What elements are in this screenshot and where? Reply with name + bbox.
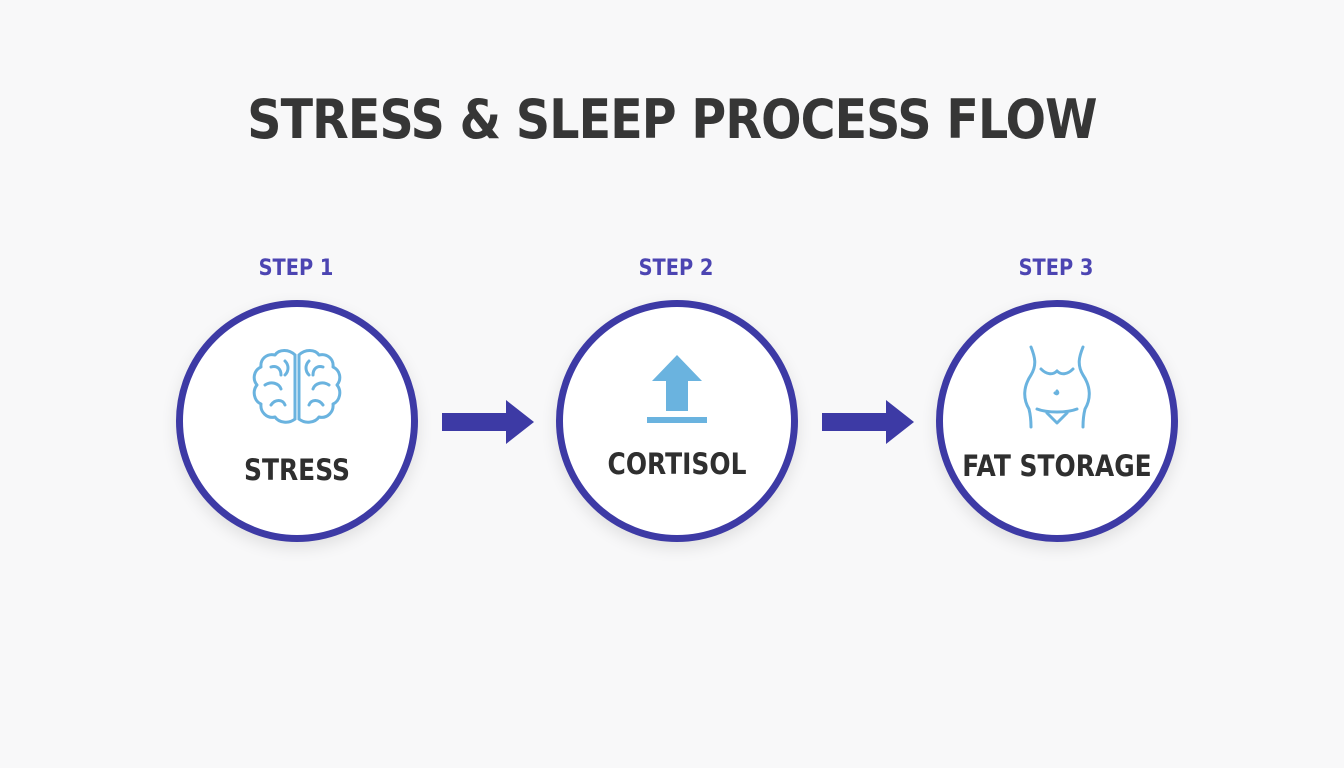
step-1-node: STRESS (176, 300, 418, 542)
step-3-label: STEP 3 (1018, 256, 1094, 281)
step-3-text: FAT STORAGE (962, 449, 1152, 483)
step-2-label: STEP 2 (638, 256, 714, 281)
arrow-up-icon (563, 351, 791, 431)
brain-icon (183, 345, 411, 431)
step-1-text: STRESS (243, 453, 351, 487)
torso-icon (943, 343, 1171, 431)
flow-arrow-2-icon (822, 400, 914, 444)
flow-arrow-1-icon (442, 400, 534, 444)
step-2-node: CORTISOL (556, 300, 798, 542)
step-2-text: CORTISOL (607, 447, 747, 481)
step-3-node: FAT STORAGE (936, 300, 1178, 542)
step-1-label: STEP 1 (258, 256, 334, 281)
page-title: STRESS & SLEEP PROCESS FLOW (247, 88, 1097, 151)
